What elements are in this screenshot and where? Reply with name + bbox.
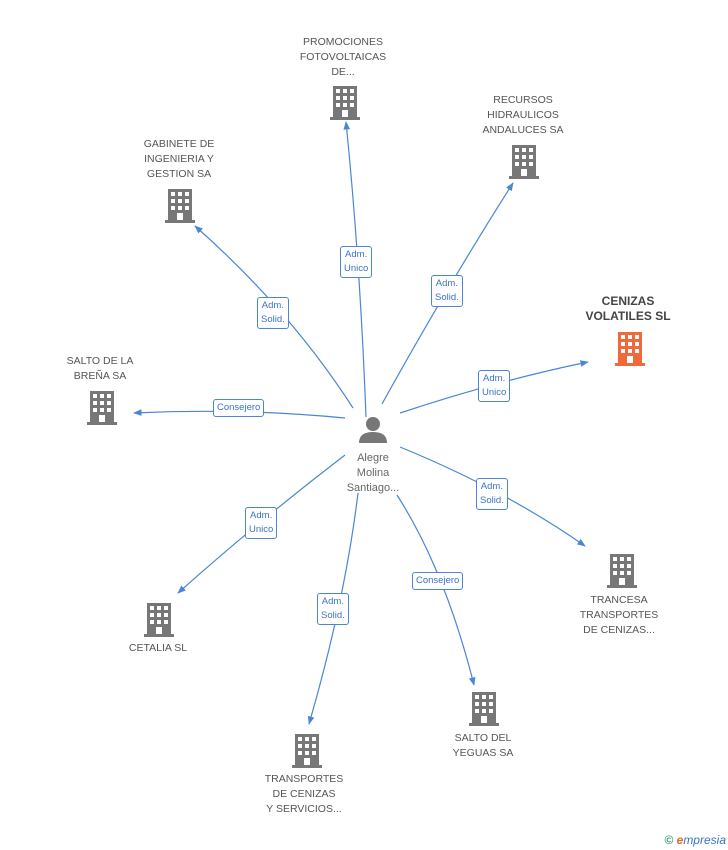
company-label-trancesa[interactable]: TRANCESA TRANSPORTES DE CENIZAS... — [559, 593, 679, 638]
relation-label-recursos[interactable]: Adm. Solid. — [431, 275, 463, 307]
footer-branding: © empresia — [664, 833, 726, 847]
building-icon[interactable] — [165, 189, 195, 223]
center-person-label[interactable]: Alegre Molina Santiago... — [328, 451, 418, 496]
company-label-line: TRANCESA — [590, 594, 648, 606]
company-label-line: RECURSOS — [493, 94, 553, 106]
brand-name: mpresia — [683, 833, 726, 847]
relation-label-promociones[interactable]: Adm. Unico — [340, 246, 373, 278]
company-label-line: GESTION SA — [146, 168, 212, 180]
edge-salto-yeguas — [396, 494, 476, 686]
building-icon[interactable] — [469, 692, 499, 726]
relation-label-gabinete[interactable]: Adm. Solid. — [257, 297, 289, 329]
relation-label-line: Unico — [249, 524, 274, 535]
company-label-salto-brena[interactable]: SALTO DE LA BREÑA SA — [40, 354, 160, 384]
company-label-line: SALTO DE LA — [66, 355, 134, 367]
company-label-line: YEGUAS SA — [452, 747, 514, 759]
company-label-line: CENIZAS — [601, 294, 655, 308]
company-label-line: DE CENIZAS... — [583, 624, 655, 636]
relation-label-line: Adm. — [321, 596, 344, 607]
company-label-line: TRANSPORTES — [579, 609, 659, 621]
relation-label-line: Consejero — [217, 402, 261, 413]
company-label-line: HIDRAULICOS — [487, 109, 559, 121]
company-label-line: INGENIERIA Y — [144, 153, 214, 165]
relation-label-cenizas[interactable]: Adm. Unico — [478, 370, 511, 402]
relation-label-trancesa[interactable]: Adm. Solid. — [476, 478, 508, 510]
building-icon[interactable] — [509, 145, 539, 179]
relation-label-line: Consejero — [416, 575, 460, 586]
relation-label-line: Solid. — [261, 314, 285, 325]
company-label-line: Y SERVICIOS... — [266, 803, 342, 815]
relation-label-line: Unico — [482, 387, 507, 398]
person-icon[interactable] — [359, 417, 387, 443]
relation-label-line: Adm. — [435, 278, 458, 289]
center-label-line: Alegre — [357, 452, 389, 464]
company-label-promociones[interactable]: PROMOCIONES FOTOVOLTAICAS DE... — [283, 35, 403, 80]
company-label-gabinete[interactable]: GABINETE DE INGENIERIA Y GESTION SA — [119, 137, 239, 182]
relation-label-line: Adm. — [483, 373, 506, 384]
relation-label-salto-yeguas[interactable]: Consejero — [412, 572, 464, 590]
relation-label-line: Adm. — [250, 510, 273, 521]
relation-label-line: Adm. — [345, 249, 368, 260]
building-icon[interactable] — [607, 554, 637, 588]
company-label-cetalia[interactable]: CETALIA SL — [98, 641, 218, 656]
company-label-line: ANDALUCES SA — [482, 124, 564, 136]
building-icon[interactable] — [330, 86, 360, 120]
copyright-symbol: © — [664, 833, 674, 847]
company-label-line: TRANSPORTES — [264, 773, 344, 785]
building-icon[interactable] — [87, 391, 117, 425]
brand-logo: empresia — [677, 833, 726, 847]
center-label-line: Santiago... — [346, 482, 400, 494]
relation-label-line: Solid. — [435, 292, 459, 303]
company-label-line: GABINETE DE — [143, 138, 215, 150]
relation-label-line: Adm. — [261, 300, 284, 311]
company-label-transportes[interactable]: TRANSPORTES DE CENIZAS Y SERVICIOS... — [244, 772, 364, 817]
company-label-line: SALTO DEL — [454, 732, 512, 744]
company-label-line: PROMOCIONES — [303, 36, 383, 48]
company-label-salto-yeguas[interactable]: SALTO DEL YEGUAS SA — [423, 731, 543, 761]
building-icon[interactable] — [144, 603, 174, 637]
center-label-line: Molina — [356, 467, 390, 479]
company-label-line: VOLATILES SL — [585, 309, 671, 323]
relation-label-line: Adm. — [480, 481, 503, 492]
brand-initial: e — [676, 833, 684, 847]
building-icon[interactable] — [615, 332, 645, 366]
company-label-line: BREÑA SA — [73, 370, 127, 382]
relation-label-transportes[interactable]: Adm. Solid. — [317, 593, 349, 625]
company-label-line: CETALIA SL — [128, 642, 188, 654]
company-label-line: DE... — [331, 66, 355, 78]
relation-label-line: Solid. — [321, 610, 345, 621]
company-label-recursos[interactable]: RECURSOS HIDRAULICOS ANDALUCES SA — [463, 93, 583, 138]
building-icon[interactable] — [292, 734, 322, 768]
company-label-line: DE CENIZAS — [272, 788, 336, 800]
relation-label-salto-brena[interactable]: Consejero — [213, 399, 265, 417]
company-label-line: FOTOVOLTAICAS — [299, 51, 387, 63]
relation-label-line: Solid. — [480, 495, 504, 506]
relation-label-line: Unico — [344, 263, 369, 274]
relation-label-cetalia[interactable]: Adm. Unico — [245, 507, 278, 539]
